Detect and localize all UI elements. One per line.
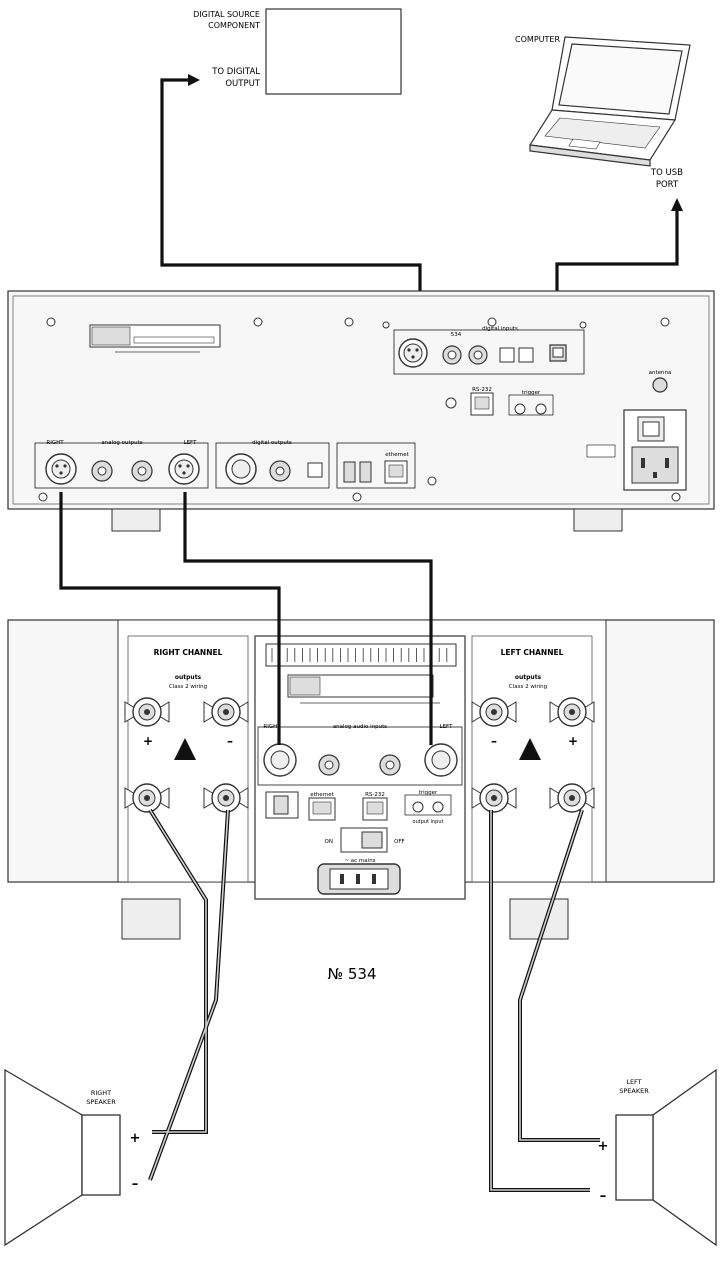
right-speaker-label-2: SPEAKER bbox=[86, 1098, 116, 1106]
right-class-label: Class 2 wiring bbox=[169, 684, 207, 690]
amp-left-label: LEFT bbox=[440, 724, 454, 730]
dac-analog-outputs-label: analog outputs bbox=[101, 440, 143, 446]
right-channel-label: RIGHT CHANNEL bbox=[154, 648, 223, 657]
left-speaker-label-2: SPEAKER bbox=[619, 1087, 649, 1095]
amp-analog-inputs-label: analog audio inputs bbox=[333, 724, 387, 730]
amp-trigger-label: trigger bbox=[419, 790, 438, 796]
digital-cable bbox=[160, 78, 422, 318]
to-digital-output-label-2: OUTPUT bbox=[225, 79, 260, 89]
dac-digital-outputs-label: digital outputs bbox=[252, 440, 292, 446]
right-binding-minus: – bbox=[227, 734, 233, 748]
dac-right-label: RIGHT bbox=[46, 440, 64, 446]
model-label: № 534 bbox=[328, 965, 377, 983]
right-warning-icon bbox=[174, 738, 196, 760]
dac-left-label: LEFT bbox=[184, 440, 198, 446]
digital-arrow-left bbox=[188, 74, 200, 86]
right-speaker-label-1: RIGHT bbox=[91, 1089, 111, 1097]
binding-post bbox=[124, 697, 170, 727]
laptop-icon bbox=[528, 36, 691, 167]
dac-534-label: 534 bbox=[451, 332, 462, 338]
amplifier-rear-panel: analog audio inputs RIGHT LEFT ethernet … bbox=[7, 619, 715, 940]
digital-source-label-1: DIGITAL SOURCE bbox=[193, 10, 260, 19]
binding-post bbox=[549, 783, 595, 813]
amp-on-label: ON bbox=[325, 839, 333, 845]
amp-ac-mains-label: ~ ac mains bbox=[344, 858, 375, 864]
to-usb-port-label-1: TO USB bbox=[650, 168, 683, 178]
to-digital-output-label-1: TO DIGITAL bbox=[211, 67, 260, 77]
left-speaker-icon bbox=[615, 1068, 717, 1247]
usb-arrow-up bbox=[671, 198, 683, 211]
amp-right-label: RIGHT bbox=[263, 724, 281, 730]
amp-off-label: OFF bbox=[394, 839, 405, 845]
right-binding-plus: + bbox=[143, 734, 153, 748]
binding-post bbox=[124, 783, 170, 813]
right-outputs-label: outputs bbox=[175, 674, 202, 681]
dac-digital-inputs-label: digital inputs bbox=[482, 326, 518, 332]
amp-ethernet-label: ethernet bbox=[310, 792, 334, 798]
left-class-label: Class 2 wiring bbox=[509, 684, 547, 690]
right-speaker-minus: – bbox=[132, 1177, 139, 1192]
speaker-cables bbox=[148, 808, 600, 1192]
computer-label: COMPUTER bbox=[515, 35, 560, 44]
digital-source-box bbox=[265, 8, 402, 95]
binding-post bbox=[203, 697, 249, 727]
analog-cables bbox=[59, 492, 433, 745]
left-outputs-label: outputs bbox=[515, 674, 542, 681]
dac-antenna-label: antenna bbox=[649, 370, 672, 376]
dac-rs232-label: RS-232 bbox=[472, 387, 492, 393]
left-binding-minus: – bbox=[491, 734, 497, 748]
dac-ethernet-label: ethernet bbox=[385, 452, 409, 458]
digital-source-label-2: COMPONENT bbox=[208, 21, 260, 30]
left-binding-plus: + bbox=[568, 734, 578, 748]
binding-post bbox=[471, 783, 517, 813]
left-speaker-label-1: LEFT bbox=[626, 1078, 641, 1086]
dac-rear-panel: digital inputs 534 RS-232 trigger antenn… bbox=[7, 290, 715, 532]
right-speaker-icon bbox=[4, 1068, 121, 1247]
to-usb-port-label-2: PORT bbox=[656, 180, 679, 190]
binding-post bbox=[471, 697, 517, 727]
left-speaker-plus: + bbox=[598, 1139, 609, 1154]
amp-output-input-label: output input bbox=[413, 819, 444, 825]
left-channel-label: LEFT CHANNEL bbox=[501, 648, 564, 657]
right-speaker-plus: + bbox=[130, 1131, 141, 1146]
amp-rs232-label: RS-232 bbox=[365, 792, 385, 798]
left-warning-icon bbox=[519, 738, 541, 760]
left-speaker-minus: – bbox=[600, 1189, 607, 1204]
binding-post bbox=[549, 697, 595, 727]
dac-trigger-label: trigger bbox=[522, 390, 541, 396]
